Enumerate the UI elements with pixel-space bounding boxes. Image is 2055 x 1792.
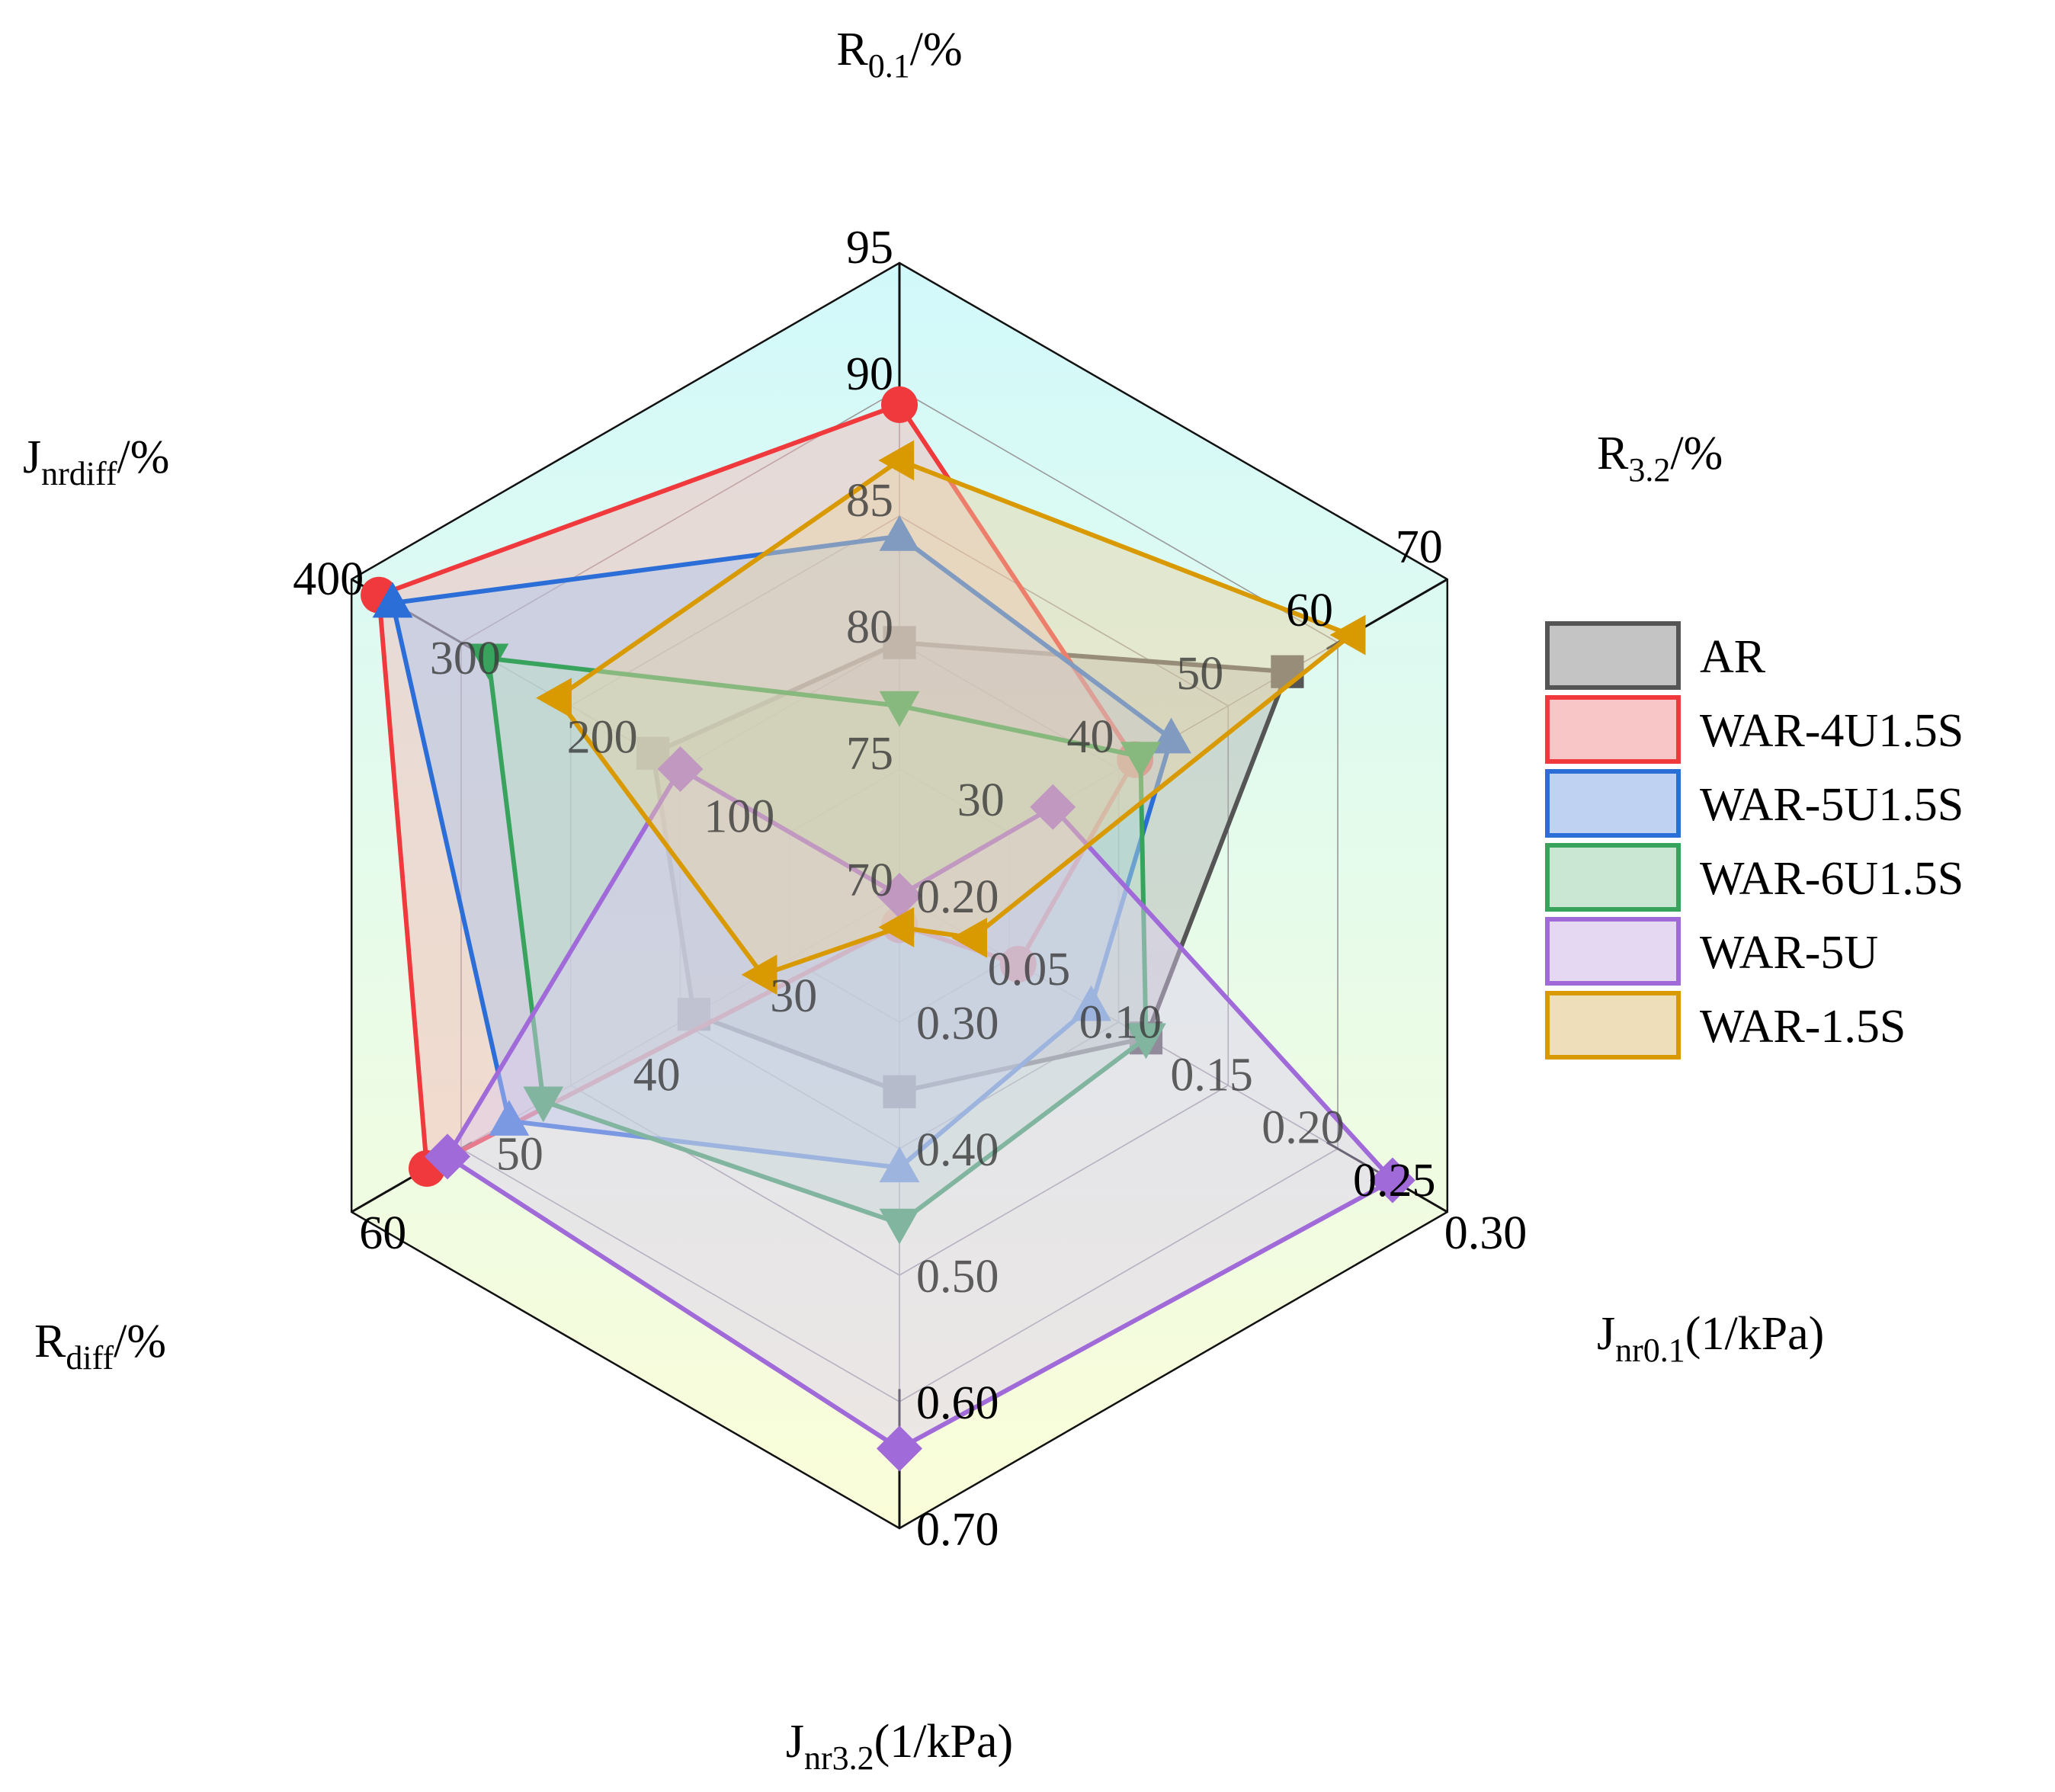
data-point	[877, 873, 922, 918]
tick-label: 0.05	[988, 944, 1071, 995]
tick-label: 30	[770, 970, 817, 1022]
tick-label: 95	[846, 222, 893, 274]
tick-label: 80	[846, 601, 893, 653]
data-point	[879, 1146, 920, 1183]
data-point	[372, 582, 413, 618]
data-point	[1126, 1023, 1166, 1059]
data-point	[999, 945, 1037, 983]
tick-label: 0.30	[1444, 1207, 1528, 1259]
data-point	[1030, 784, 1076, 830]
legend-label: AR	[1700, 631, 1766, 683]
data-point	[1369, 1157, 1415, 1204]
tick-label: 300	[430, 633, 501, 684]
tick-label: 0.25	[1353, 1155, 1436, 1207]
legend-swatch	[1545, 621, 1681, 690]
axis-title-rdiff: Rdiff/%	[34, 1316, 166, 1377]
legend-swatch	[1545, 843, 1681, 912]
tick-label: 0.10	[1079, 996, 1162, 1048]
legend-swatch	[1545, 769, 1681, 838]
legend-label: WAR-6U1.5S	[1700, 853, 1964, 905]
data-point	[489, 1100, 530, 1136]
data-point	[879, 1208, 920, 1245]
data-point	[1120, 742, 1161, 777]
tick-label: 85	[846, 475, 893, 527]
series-war-1-5s	[536, 440, 1366, 995]
series-war-6u1-5s	[468, 643, 1166, 1245]
data-point	[879, 515, 920, 551]
data-point	[951, 917, 988, 958]
tick-label: 30	[957, 774, 1005, 826]
data-point	[878, 907, 915, 947]
tick-label: 400	[293, 553, 364, 605]
tick-label: 70	[846, 854, 893, 906]
legend-label: WAR-1.5S	[1700, 1001, 1906, 1053]
data-point	[881, 386, 918, 423]
legend-label: WAR-5U1.5S	[1700, 779, 1964, 831]
axis-title-jnr01: Jnr0.1(1/kPa)	[1597, 1308, 1824, 1369]
tick-label: 0.70	[916, 1504, 999, 1556]
series-layer	[361, 386, 1415, 1472]
series-war-5u	[424, 746, 1415, 1472]
axis-title-jnr32: Jnr3.2(1/kPa)	[786, 1716, 1013, 1777]
tick-label: 0.15	[1170, 1050, 1253, 1101]
tick-label: 60	[1286, 585, 1333, 636]
tick-label: 0.20	[916, 871, 999, 923]
data-point	[1271, 655, 1304, 688]
tick-label: 50	[496, 1128, 543, 1180]
tick-label: 100	[704, 790, 774, 842]
legend-swatch	[1545, 695, 1681, 764]
tick-label: 40	[1067, 711, 1114, 763]
data-point	[536, 678, 572, 719]
data-point	[1151, 717, 1191, 754]
data-point	[657, 746, 704, 792]
legend-swatch	[1545, 991, 1681, 1059]
data-point	[468, 643, 509, 680]
tick-label: 90	[846, 348, 893, 400]
tick-label: 75	[846, 728, 893, 780]
legend: AR WAR-4U1.5S WAR-5U1.5S WAR-6U1.5S WAR-5U WA…	[1545, 621, 1964, 1059]
tick-label: 60	[359, 1207, 406, 1259]
tick-label: 0.50	[916, 1251, 999, 1303]
tick-label: 0.30	[916, 998, 999, 1050]
data-point	[523, 1086, 564, 1123]
tick-label: 0.20	[1262, 1102, 1345, 1154]
data-point	[879, 691, 920, 727]
axis-title-jnrdiff: Jnrdiff/%	[23, 431, 169, 492]
tick-label: 40	[633, 1050, 681, 1101]
legend-label: WAR-5U	[1700, 927, 1878, 979]
tick-label: 50	[1176, 648, 1223, 700]
data-point	[1071, 985, 1111, 1021]
data-point	[424, 1133, 470, 1180]
axis-titles: R0.1/% R3.2/% Jnr0.1(1/kPa) Jnr3.2(1/kPa) Rd…	[23, 24, 1824, 1777]
legend-label: WAR-4U1.5S	[1700, 705, 1964, 757]
data-point	[1329, 614, 1366, 656]
axis-title-r01: R0.1/%	[836, 24, 962, 85]
data-point	[877, 1425, 922, 1472]
tick-label: 0.60	[916, 1377, 999, 1429]
tick-label: 200	[567, 712, 638, 764]
axis-title-r32: R3.2/%	[1597, 428, 1723, 489]
tick-label: 0.40	[916, 1124, 999, 1176]
tick-label: 70	[1396, 521, 1443, 573]
legend-swatch	[1545, 917, 1681, 986]
series-war-5u1-5s	[372, 515, 1191, 1183]
tick-labels: 70758085909530405060700.050.100.150.200.…	[293, 222, 1527, 1556]
data-point	[741, 954, 777, 995]
data-point	[883, 626, 916, 659]
data-point	[878, 440, 915, 481]
data-point	[883, 1075, 916, 1108]
